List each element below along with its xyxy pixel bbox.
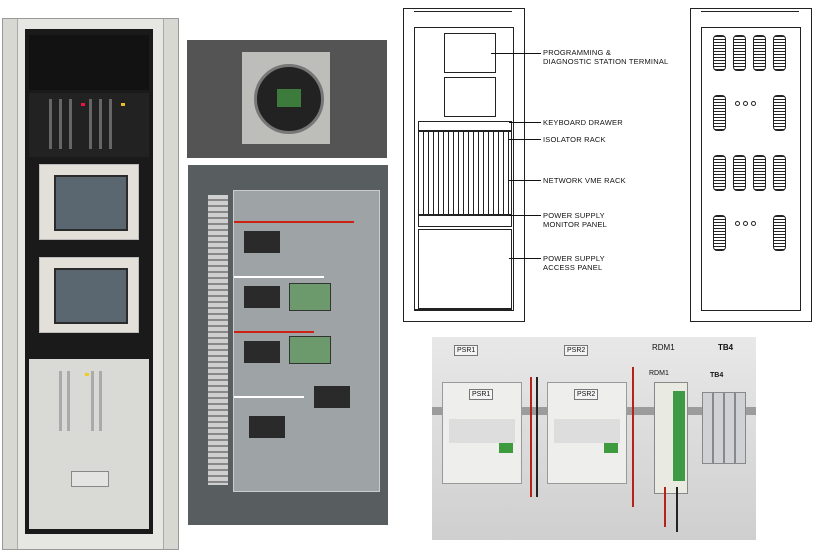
callout-psaccess: POWER SUPPLY ACCESS PANEL bbox=[543, 254, 605, 272]
leader-psaccess bbox=[509, 258, 541, 259]
rdm1-unit: RDM1 bbox=[649, 370, 688, 494]
rear-cabinet-outline bbox=[701, 27, 801, 311]
isolator-rack-photo bbox=[29, 93, 149, 157]
leader-isolator bbox=[509, 139, 541, 140]
lower-display-frame bbox=[39, 257, 139, 333]
acrylic-board bbox=[233, 190, 380, 492]
upper-terminal-outline bbox=[444, 33, 496, 73]
callout-programming: PROGRAMMING & DIAGNOSTIC STATION TERMINA… bbox=[543, 48, 669, 66]
callout-network: NETWORK VME RACK bbox=[543, 176, 626, 185]
leader-keyboard bbox=[509, 122, 541, 123]
power-supply-section bbox=[29, 359, 149, 529]
terminal-mount-photo bbox=[187, 40, 387, 158]
label-tb4-top: TB4 bbox=[718, 343, 734, 352]
label-psr2-unit: PSR2 bbox=[574, 389, 599, 400]
keyboard-drawer-outline bbox=[418, 121, 512, 131]
leader-network bbox=[509, 180, 541, 181]
cabinet-left-door bbox=[3, 19, 18, 549]
cabinet-right-door bbox=[163, 19, 178, 549]
callout-psmonitor: POWER SUPPLY MONITOR PANEL bbox=[543, 211, 607, 229]
callout-keyboard: KEYBOARD DRAWER bbox=[543, 118, 623, 127]
access-panel-outline bbox=[418, 229, 512, 309]
mount-plate bbox=[242, 52, 330, 144]
cabinet-photo bbox=[2, 18, 179, 550]
label-rdm1-unit: RDM1 bbox=[649, 370, 669, 377]
top-vent-panel bbox=[29, 35, 149, 90]
leader-psmonitor bbox=[509, 215, 541, 216]
monitor-panel-outline bbox=[418, 215, 512, 227]
wire-duct bbox=[208, 195, 228, 485]
drawer-handle bbox=[71, 471, 109, 487]
label-psr1-unit: PSR1 bbox=[469, 389, 494, 400]
leader-programming bbox=[491, 53, 541, 54]
cabinet-interior bbox=[25, 29, 153, 534]
label-psr1-top: PSR1 bbox=[454, 345, 479, 356]
psr2-unit: PSR2 bbox=[547, 382, 627, 484]
power-supply-photo: PSR1 PSR2 RDM1 TB4 PSR1 PSR2 RDM1 TB4 bbox=[432, 337, 756, 540]
label-rdm1-top: RDM1 bbox=[652, 343, 675, 352]
rear-elevation-drawing bbox=[690, 8, 812, 322]
callout-isolator: ISOLATOR RACK bbox=[543, 135, 606, 144]
wiring-panel-photo bbox=[188, 165, 388, 525]
lower-display-screen bbox=[54, 268, 128, 324]
label-psr2-top: PSR2 bbox=[564, 345, 589, 356]
front-cabinet-outline bbox=[414, 27, 514, 311]
front-elevation-drawing bbox=[403, 8, 525, 322]
label-tb4-unit: TB4 bbox=[710, 372, 724, 379]
psr1-unit: PSR1 bbox=[442, 382, 522, 484]
connector-ring bbox=[254, 64, 324, 134]
upper-display-screen bbox=[54, 175, 128, 231]
lower-terminal-outline bbox=[444, 77, 496, 117]
upper-display-frame bbox=[39, 164, 139, 240]
rack-outline bbox=[418, 131, 512, 215]
connector-core bbox=[277, 89, 301, 107]
